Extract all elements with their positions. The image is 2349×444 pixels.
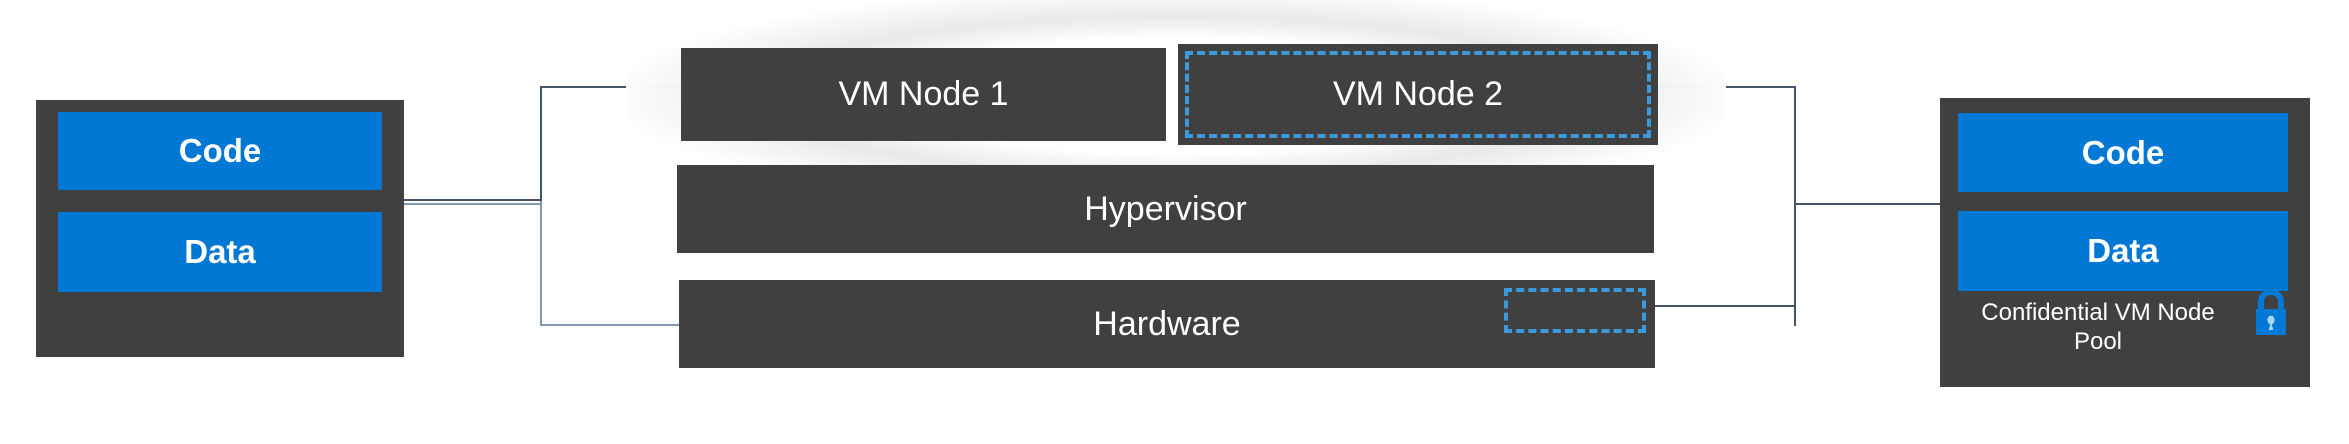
vm-node-2-label: VM Node 2: [1332, 75, 1504, 113]
left-data-bar: Data: [58, 212, 382, 292]
connector-right-trunk: [1794, 86, 1796, 326]
connector-left-pool-to-trunk: [402, 199, 542, 201]
connector-left-trunk-upper: [540, 86, 542, 201]
lock-icon: [2256, 289, 2286, 335]
connector-right-trunk-to-pool: [1794, 203, 1942, 205]
hardware-label: Hardware: [1093, 304, 1241, 343]
connector-left-to-vmnode1: [540, 86, 685, 88]
hardware-box: Hardware: [679, 280, 1655, 368]
vm-node-1-box: VM Node 1: [681, 48, 1166, 141]
connector-left-pool-to-trunk-shadow: [402, 203, 542, 205]
connector-left-to-hardware: [540, 324, 685, 326]
connector-enclave-to-right-trunk: [1640, 305, 1796, 307]
vm-node-2-box: VM Node 2: [1178, 44, 1658, 145]
right-code-bar: Code: [1958, 113, 2288, 192]
hardware-enclave-region: [1504, 288, 1646, 333]
connector-left-trunk-lower: [540, 201, 542, 325]
connector-vmnode2-to-right-trunk: [1652, 86, 1796, 88]
right-data-bar: Data: [1958, 211, 2288, 291]
vm-node-1-label: VM Node 1: [838, 75, 1009, 113]
vm-node-2-confidential-boundary: [1185, 51, 1651, 138]
hypervisor-label: Hypervisor: [1084, 189, 1247, 228]
hypervisor-box: Hypervisor: [677, 165, 1654, 253]
confidential-vm-node-pool-label: Confidential VM Node Pool: [1981, 299, 2215, 355]
left-code-bar: Code: [58, 112, 382, 190]
